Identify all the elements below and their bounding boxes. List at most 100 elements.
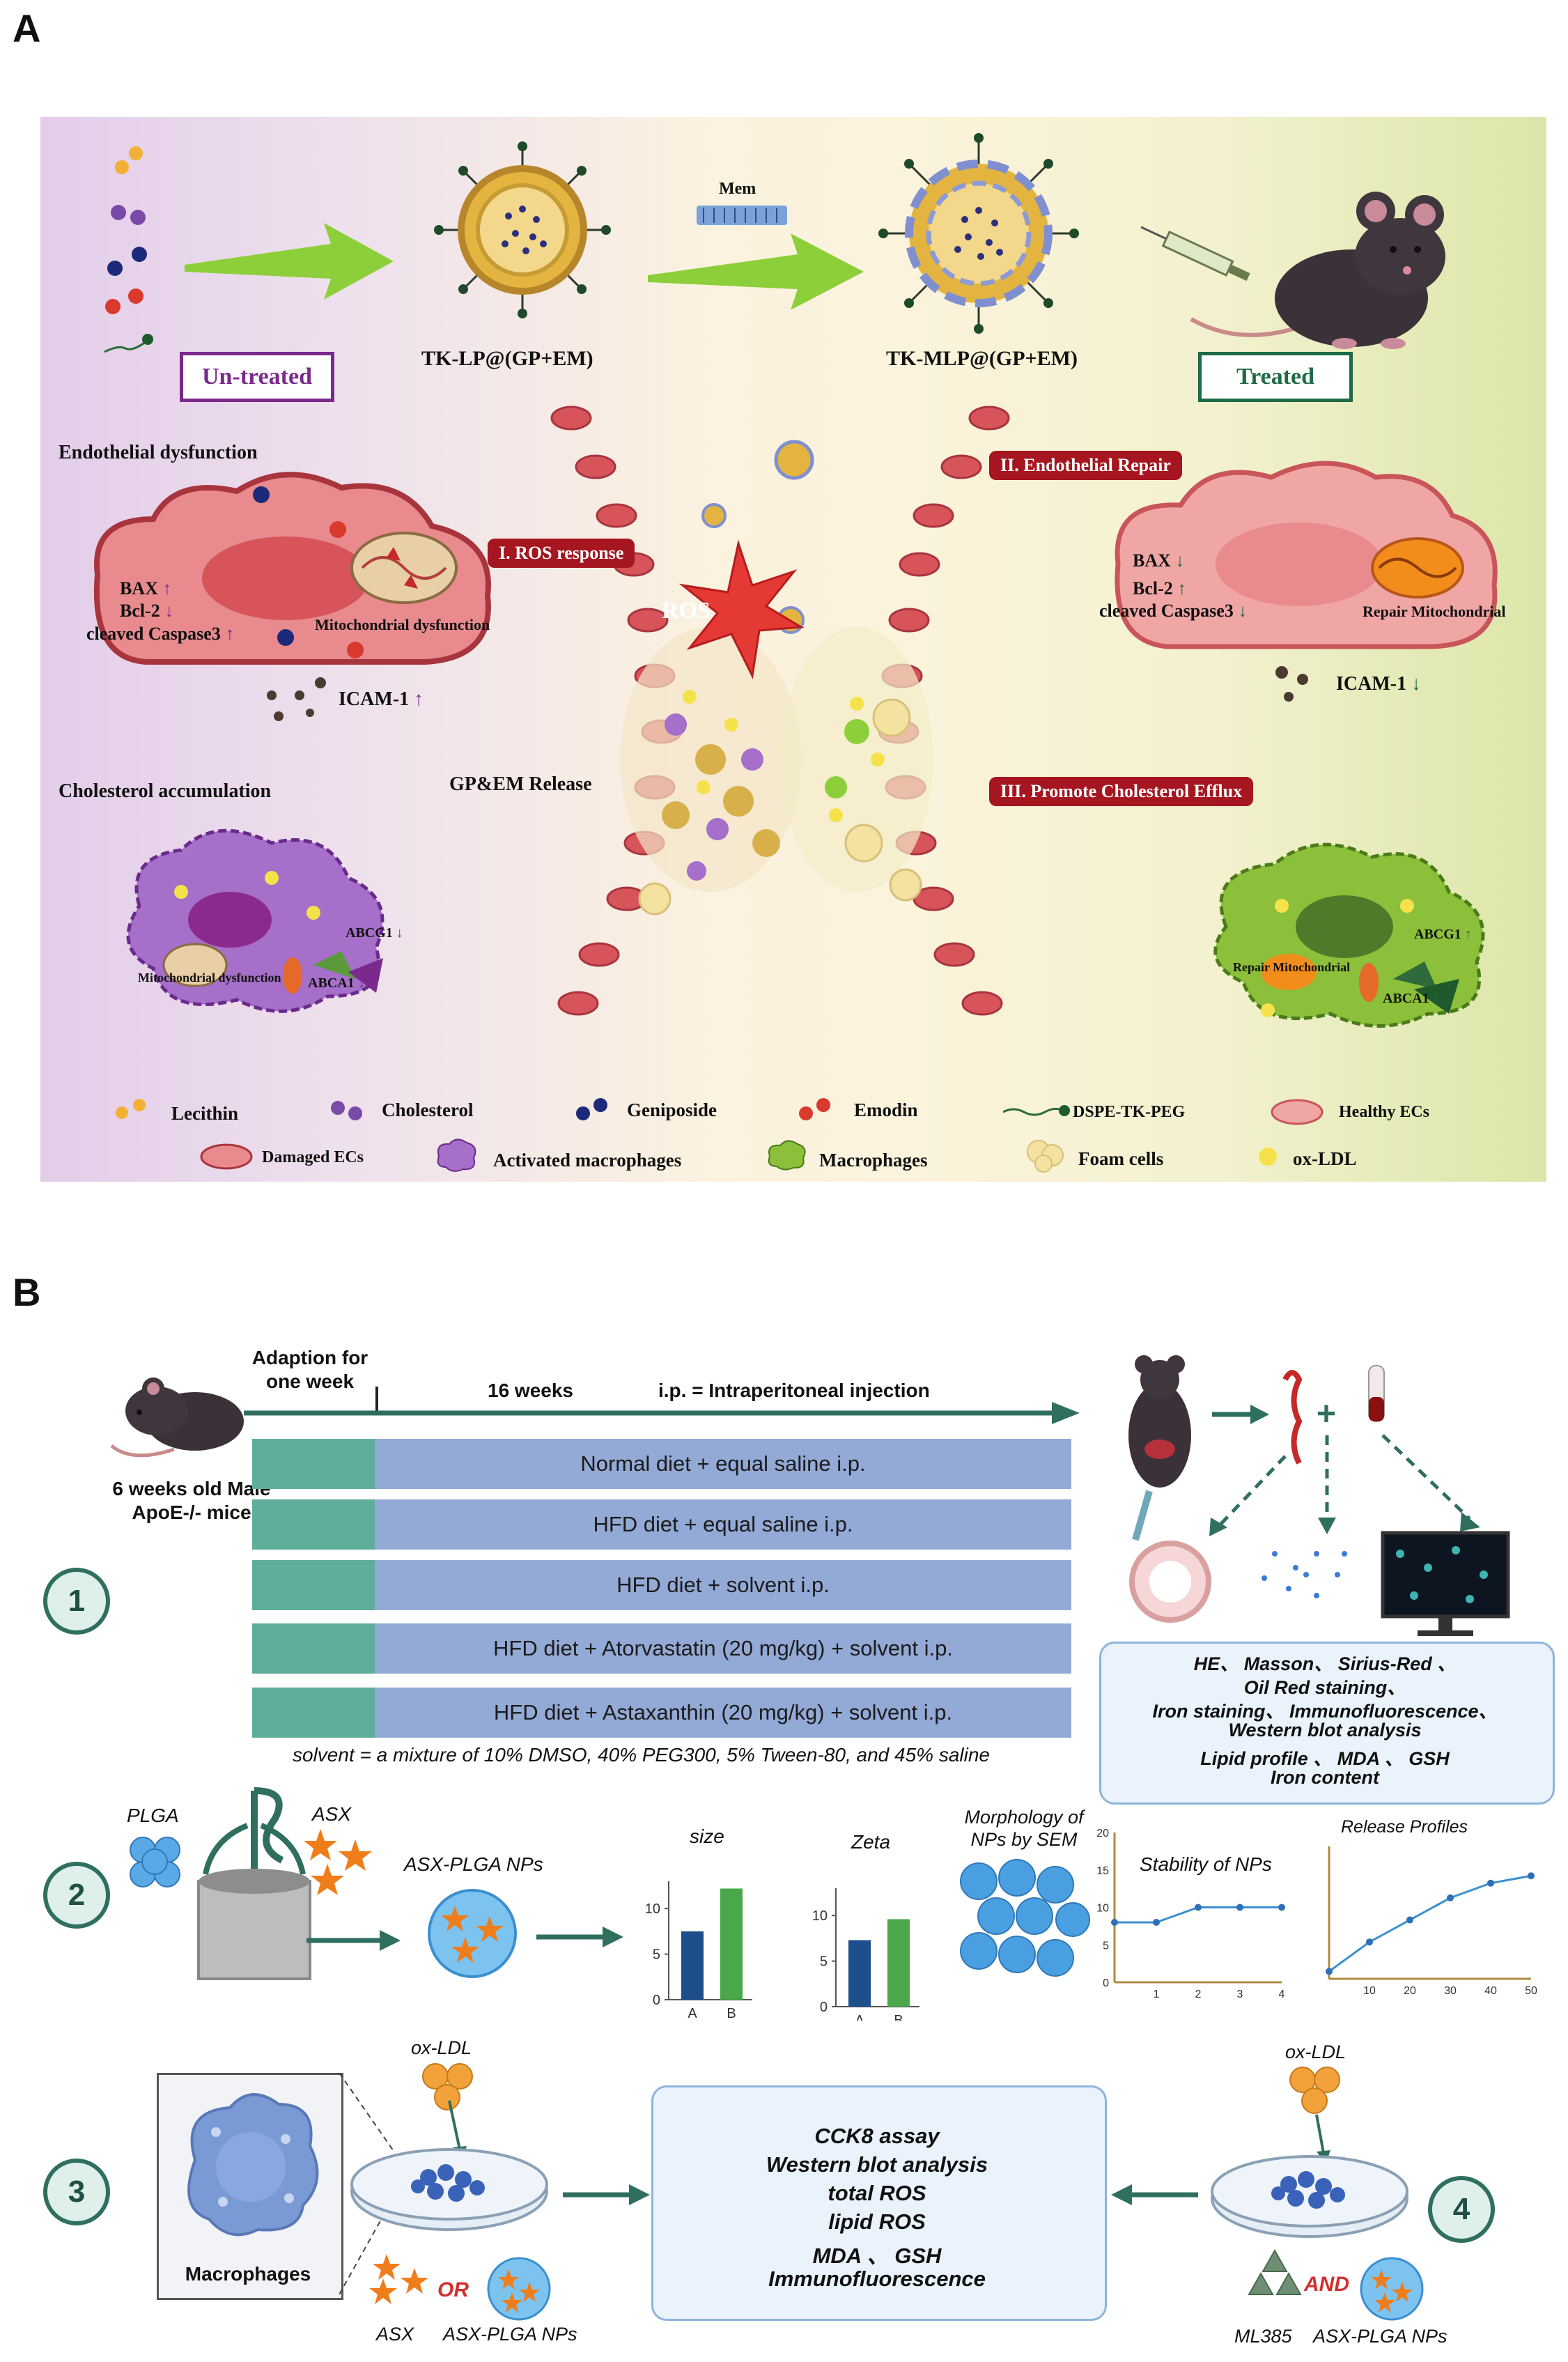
asx-bottom-label: ASX: [376, 2324, 414, 2345]
x-tick-label: 1: [1154, 1989, 1160, 2000]
arrow-to-assays-right: [1111, 2184, 1198, 2205]
bcl2-right-text: Bcl-2: [1133, 578, 1173, 599]
plga-cluster: [130, 1837, 180, 1888]
arrow-1-icon: [185, 223, 394, 300]
data-point: [1487, 1879, 1494, 1887]
ingredient-particles: [104, 146, 153, 353]
untreated-label: Un-treated: [202, 364, 312, 389]
bcl2-text: Bcl-2: [120, 601, 160, 621]
macrophages-label: Macrophages: [185, 2263, 311, 2285]
row1-teal: [252, 1439, 375, 1489]
legend-lecithin: Lecithin: [171, 1103, 239, 1124]
zoom-lines: [339, 2073, 396, 2295]
arrow-2-icon: [648, 233, 864, 310]
legend-geniposide: Geniposide: [627, 1099, 717, 1120]
icam-right-label: ICAM-1 ↓: [1336, 673, 1422, 695]
asx-plga-label: ASX-PLGA NPs: [404, 1853, 543, 1875]
bar-A: [848, 1940, 871, 2007]
y-tick-label: 0: [820, 2000, 828, 2015]
treated-box: Treated: [1198, 352, 1353, 402]
arrow-to-assays-left: [563, 2184, 650, 2205]
ip-label: i.p. = Intraperitoneal injection: [658, 1380, 930, 1401]
y-tick-label: 10: [1096, 1903, 1109, 1915]
group-row-2: HFD diet + equal saline i.p.: [375, 1499, 1071, 1550]
legend-emodin: Emodin: [854, 1099, 918, 1120]
legend-dspe: DSPE-TK-PEG: [1073, 1103, 1186, 1121]
oxldl-left-icon: [422, 2063, 473, 2110]
abca1-right-text: ABCA1: [1383, 991, 1429, 1006]
assays-box: [651, 2085, 1107, 2321]
data-point: [1236, 1904, 1243, 1911]
cholesterol-icon: [331, 1101, 362, 1120]
asx-plga-bottom2-particle: [1360, 2257, 1424, 2321]
y-tick-label: 10: [812, 1908, 828, 1924]
repair-mito2-label: Repair Mitochondrial: [1233, 960, 1351, 974]
series-line: [1328, 1874, 1532, 1973]
analysis-line-6: Iron content: [1271, 1767, 1379, 1788]
bar-B: [887, 1919, 910, 2007]
gp-em-release-label: GP&EM Release: [449, 773, 592, 795]
data-point: [1111, 1919, 1118, 1926]
x-tick-label: A: [855, 2013, 864, 2021]
adaption-divider: [375, 1387, 378, 1414]
tk-lp-label: TK-LP@(GP+EM): [421, 347, 593, 370]
repair-mito-label: Repair Mitochondrial: [1363, 603, 1506, 620]
oxldl-icon: [1259, 1148, 1277, 1166]
morphology-label: Morphology of NPs by SEM: [964, 1807, 1084, 1850]
foam-macrophage-left: [126, 828, 385, 1013]
membrane-strip: [697, 206, 787, 225]
caspase-text: cleaved Caspase3: [86, 624, 221, 644]
x-tick-label: B: [727, 2006, 736, 2021]
x-tick-label: 30: [1444, 1985, 1457, 1997]
bax-text: BAX: [120, 578, 158, 599]
petri-dish-left: [350, 2100, 548, 2231]
dspe-icon: [1003, 1105, 1070, 1116]
ml385-icon: [1248, 2248, 1302, 2295]
data-point: [1278, 1904, 1285, 1911]
legend-healthy: Healthy ECs: [1339, 1103, 1430, 1121]
assay-line-2: Western blot analysis: [766, 2152, 988, 2177]
data-point: [1326, 1968, 1333, 1975]
bax-right-text: BAX: [1133, 550, 1171, 571]
timeline-arrow: [244, 1402, 1080, 1424]
sampling-illustration: +: [1128, 1355, 1510, 1636]
abcg1-right-text: ABCG1: [1414, 927, 1461, 942]
asx-stars: [304, 1829, 372, 1895]
data-point: [1153, 1919, 1160, 1926]
asx-bottom-stars: [369, 2254, 428, 2304]
endothelial-dysfunction-title: Endothelial dysfunction: [59, 442, 258, 463]
icam-right-text: ICAM-1: [1336, 673, 1407, 695]
data-point: [1406, 1916, 1413, 1924]
oxldl-right-icon: [1289, 2067, 1340, 2114]
bax-label: BAX ↑: [120, 578, 172, 599]
emodin-icon: [799, 1098, 830, 1120]
y-tick-label: 10: [645, 1901, 660, 1917]
icam-left-label: ICAM-1 ↑: [339, 688, 424, 710]
syringe-icon: [1140, 226, 1250, 281]
x-tick-label: 2: [1195, 1989, 1202, 2000]
panel-a-letter: A: [13, 6, 41, 50]
tk-lp-liposome: [434, 141, 611, 318]
legend-cholesterol: Cholesterol: [382, 1099, 474, 1120]
cholesterol-efflux-tag: III. Promote Cholesterol Efflux: [989, 777, 1254, 806]
assay-line-3: total ROS: [828, 2181, 926, 2205]
stability-chart-title: Stability of NPs: [1140, 1853, 1272, 1875]
step-4-number: 4: [1428, 2176, 1495, 2243]
mito-dysfunction-label: Mitochondrial dysfunction: [315, 616, 490, 633]
y-tick-label: 5: [820, 1954, 828, 1970]
and-label: AND: [1304, 2273, 1349, 2296]
size-chart-title: size: [690, 1825, 724, 1847]
ml385-label: ML385: [1234, 2326, 1292, 2347]
petri-dish-right: [1211, 2114, 1408, 2238]
abca1-left-text: ABCA1: [308, 975, 355, 991]
legend-damaged: Damaged ECs: [262, 1148, 364, 1166]
legend-activated: Activated macrophages: [493, 1150, 682, 1171]
bcl2-label: Bcl-2 ↓: [120, 601, 174, 621]
legend-foam: Foam cells: [1078, 1148, 1164, 1169]
abcg1-left-text: ABCG1: [346, 925, 393, 941]
weeks-label: 16 weeks: [488, 1380, 573, 1401]
analysis-line-4: Western blot analysis: [1228, 1720, 1422, 1740]
